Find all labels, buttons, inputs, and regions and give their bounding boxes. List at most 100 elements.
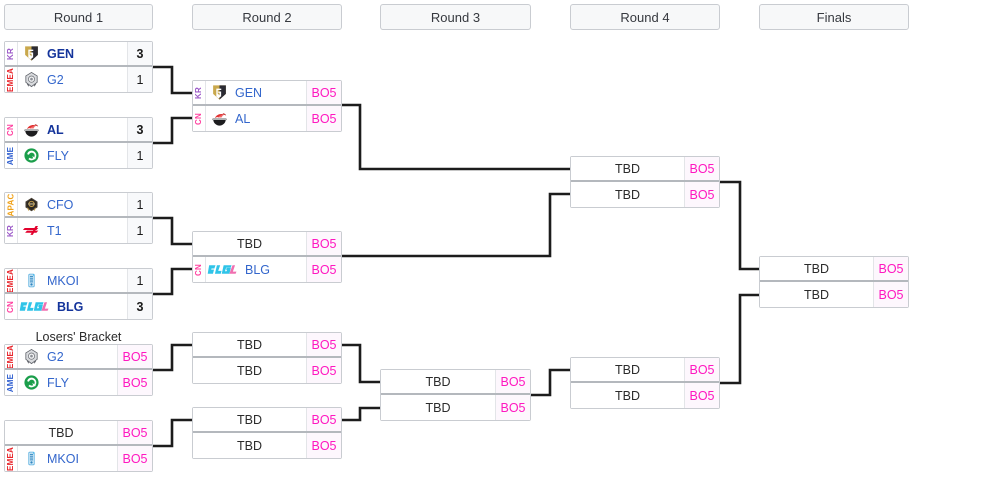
- match-row[interactable]: KR GEN 3: [5, 42, 152, 67]
- region-tag: KR: [193, 81, 206, 104]
- connector-line: [151, 116, 194, 145]
- connector-line: [718, 180, 761, 271]
- region-tag: CN: [5, 118, 18, 141]
- team-name-tbd: TBD: [237, 438, 262, 453]
- team-name-tbd: TBD: [237, 363, 262, 378]
- connector-line: [340, 343, 382, 384]
- team-name: FLY: [47, 375, 69, 390]
- series-format-badge: BO5: [117, 345, 152, 368]
- team-name: G2: [47, 72, 64, 87]
- connector-line: [151, 267, 194, 296]
- team-name-tbd: TBD: [48, 425, 74, 440]
- series-format-badge: BO5: [495, 395, 530, 420]
- team-name-tbd: TBD: [425, 400, 451, 415]
- round-header-5[interactable]: Finals: [759, 4, 909, 30]
- region-tag: AME: [5, 143, 18, 168]
- region-tag: KR: [5, 42, 18, 65]
- team-score: 1: [127, 193, 152, 216]
- round-header-1[interactable]: Round 1: [4, 4, 153, 30]
- mkoi-logo: [18, 446, 44, 471]
- team-score: 3: [127, 42, 152, 65]
- cfo-logo: [18, 193, 44, 216]
- team-name-tbd: TBD: [615, 362, 640, 377]
- region-tag: CN: [5, 294, 18, 319]
- team-name: BLG: [57, 299, 84, 314]
- match-row[interactable]: AME FLY 1: [5, 143, 152, 168]
- team-name: GEN: [47, 46, 75, 61]
- match-row[interactable]: TBD BO5: [381, 395, 530, 420]
- gen-logo: [206, 81, 232, 104]
- round-header-4[interactable]: Round 4: [570, 4, 720, 30]
- team-name: T1: [47, 223, 62, 238]
- team-name-tbd: TBD: [237, 412, 262, 427]
- match-row[interactable]: CN BLG BO5: [193, 257, 341, 282]
- round-header-3[interactable]: Round 3: [380, 4, 531, 30]
- region-tag-label: CN: [194, 263, 203, 276]
- fly-logo: [18, 143, 44, 168]
- team-name-tbd: TBD: [237, 236, 262, 251]
- blg-logo: [206, 257, 242, 282]
- team-name: BLG: [245, 262, 271, 277]
- team-score: 1: [127, 67, 152, 92]
- match-row[interactable]: CN BLG 3: [5, 294, 152, 319]
- series-format-badge: BO5: [306, 257, 341, 282]
- series-format-badge: BO5: [306, 106, 341, 131]
- region-tag: EMEA: [5, 269, 18, 292]
- region-tag-label: AME: [6, 146, 16, 165]
- team-name: FLY: [47, 148, 69, 163]
- team-score: 3: [127, 294, 152, 319]
- team-name-tbd: TBD: [804, 287, 829, 302]
- region-tag: APAC: [5, 193, 18, 216]
- team-name: MKOI: [47, 451, 79, 466]
- team-score: 1: [127, 269, 152, 292]
- team-name: AL: [235, 111, 251, 126]
- series-format-badge: BO5: [684, 182, 719, 207]
- connector-line: [151, 216, 194, 246]
- connector-line: [718, 293, 761, 385]
- team-name-tbd: TBD: [425, 374, 451, 389]
- connector-line: [151, 418, 194, 448]
- round-header-2[interactable]: Round 2: [192, 4, 342, 30]
- team-score: 1: [127, 143, 152, 168]
- region-tag-label: AME: [6, 373, 16, 392]
- region-tag-label: KR: [6, 47, 15, 60]
